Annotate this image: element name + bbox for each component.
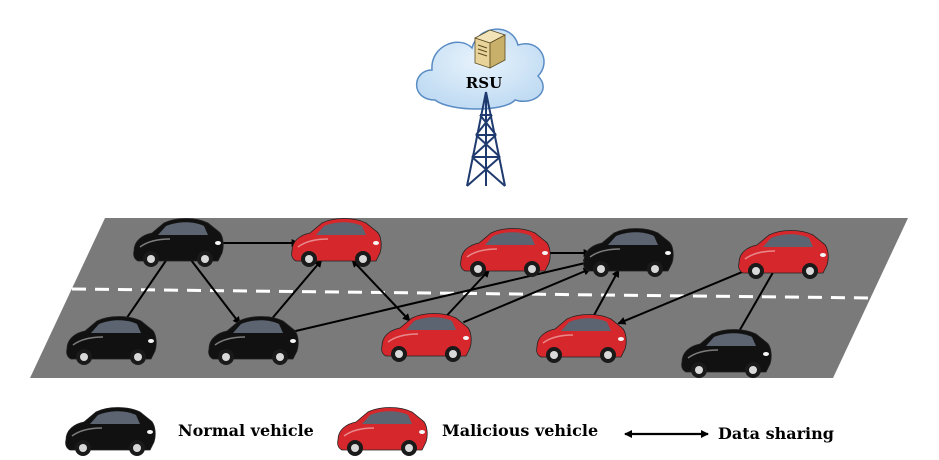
link-v1-v7: [190, 259, 241, 325]
legend-malicious-car-shape: [337, 407, 428, 456]
lane-divider: [71, 287, 873, 300]
malicious-vehicle-v8: [381, 313, 472, 362]
link-v1-v6: [121, 259, 168, 325]
link-v2-v8: [351, 259, 411, 322]
normal-vehicle-v1: [133, 218, 224, 267]
rsu-label: RSU: [466, 74, 502, 92]
legend-sharing-label: Data sharing: [718, 424, 834, 443]
legend-malicious-label: Malicious vehicle: [442, 421, 599, 440]
link-v4-v9: [589, 269, 620, 323]
link-v5-v10: [734, 271, 775, 338]
link-v8-v4: [463, 267, 592, 324]
normal-vehicle-v6: [66, 316, 157, 365]
legend-normal-vehicle-icon: [65, 407, 156, 456]
data-sharing-links: [121, 239, 775, 338]
malicious-vehicle-v9: [536, 314, 627, 363]
rsu-cloud: [416, 28, 545, 110]
legend-malicious-vehicle-icon: [337, 407, 428, 456]
normal-vehicle-v7: [208, 316, 299, 365]
legend-normal-car-shape: [65, 407, 156, 456]
malicious-vehicle-v2: [291, 218, 382, 267]
rsu-tower-icon: [466, 91, 506, 187]
link-v2-v7: [266, 259, 323, 325]
legend-normal-label: Normal vehicle: [178, 421, 314, 440]
normal-vehicle-v4: [583, 228, 674, 277]
malicious-vehicle-v5: [738, 230, 829, 279]
malicious-vehicle-v3: [460, 228, 551, 277]
link-v8-v3: [441, 269, 490, 322]
normal-vehicle-v10: [681, 329, 772, 378]
server-icon: [473, 29, 507, 69]
link-v5-v9: [617, 269, 746, 325]
vehicles: [66, 218, 829, 378]
link-v7-v4: [290, 259, 592, 334]
